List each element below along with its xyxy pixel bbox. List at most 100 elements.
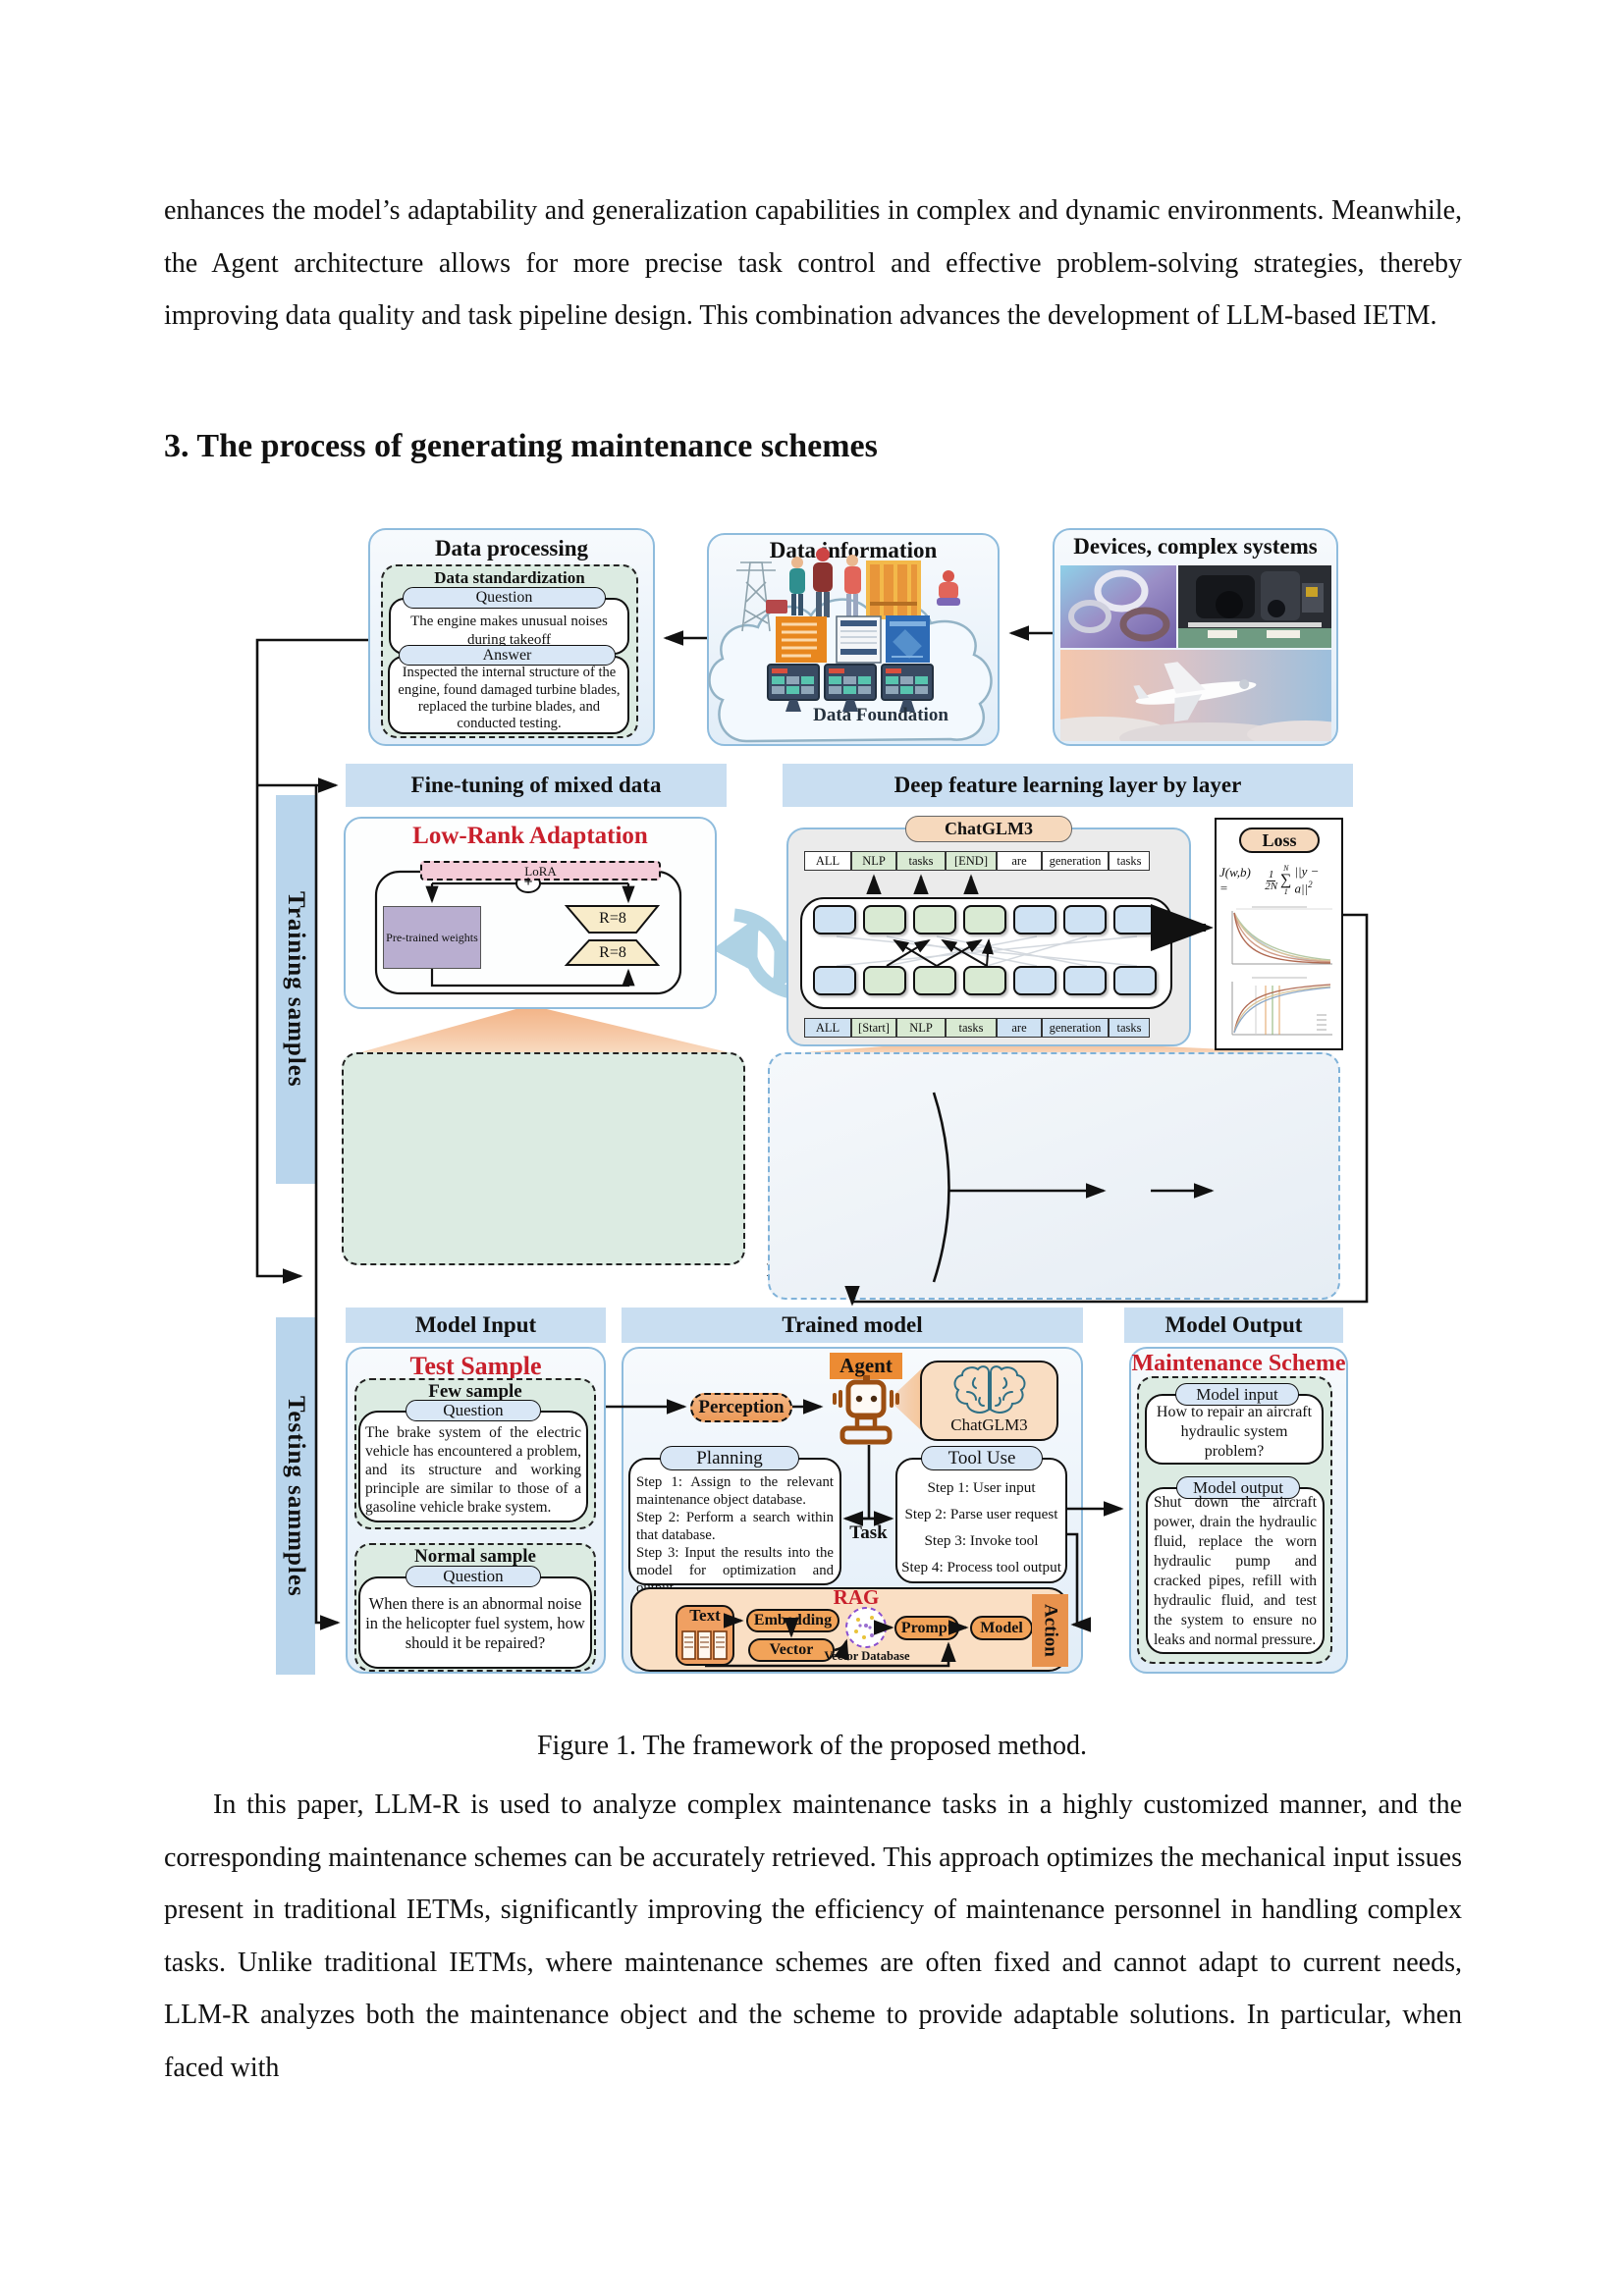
data-standardization-title: Data standardization: [434, 568, 585, 587]
planning-steps: Step 1: Assign to the relevant maintenan…: [636, 1473, 834, 1597]
token: tasks: [1109, 1018, 1150, 1038]
rag-title: RAG: [833, 1585, 880, 1609]
token: NLP: [896, 1018, 946, 1038]
testing-samples-bar: Testing sammples: [276, 1317, 315, 1675]
lora-plus: +: [523, 874, 533, 890]
normal-sample-title: Normal sample: [413, 1546, 536, 1567]
transformer-row-top: [813, 905, 1164, 934]
chatglm-callout: [889, 1368, 922, 1431]
data-processing-title: Data processing: [434, 536, 589, 561]
normal-question-pill: Question: [406, 1566, 541, 1587]
people-icons: [766, 548, 960, 617]
question-text: The engine makes unusual noises during t…: [410, 614, 608, 648]
normal-question-text: When there is an abnormal noise in the h…: [365, 1594, 585, 1652]
lora-title: Low-Rank Adaptation: [412, 823, 648, 849]
paragraph-bottom: In this paper, LLM-R is used to analyze …: [164, 1789, 1462, 2083]
action-bar: Action: [1032, 1594, 1068, 1667]
token: ALL: [804, 851, 851, 871]
few-question-pill: Question: [406, 1400, 541, 1421]
chatglm-pill: ChatGLM3: [905, 816, 1072, 842]
normal-question-card: [358, 1576, 592, 1669]
ms-output-card: [1146, 1487, 1325, 1654]
token: generation: [1042, 1018, 1109, 1038]
model-input-header: Model Input: [346, 1308, 606, 1343]
transformer-row-bottom: [813, 966, 1164, 995]
documents-icon: [681, 1630, 728, 1660]
planning-step: Step 1: Assign to the relevant maintenan…: [636, 1474, 834, 1508]
tokens-bottom-row: ALL [Start] NLP tasks are generation tas…: [804, 1018, 1150, 1038]
token: [Start]: [851, 1018, 896, 1038]
tool-step: Step 2: Parse user request: [904, 1506, 1058, 1522]
chatglm-brain-label: ChatGLM3: [950, 1415, 1028, 1434]
pretraining-box: [768, 1052, 1340, 1300]
tool-step: Step 1: User input: [927, 1479, 1036, 1496]
few-question-text: The brake system of the electric vehicle…: [365, 1424, 581, 1516]
train-sample-box: [342, 1052, 745, 1265]
loss-lhs: J(w,b) =: [1219, 865, 1251, 895]
vector-database-icon: [845, 1607, 887, 1648]
token: generation: [1042, 851, 1109, 871]
airplane-icon: [1133, 662, 1257, 722]
token: tasks: [946, 1018, 997, 1038]
figure-caption: Figure 1. The framework of the proposed …: [536, 1731, 1088, 1761]
devices-title: Devices, complex systems: [1073, 534, 1318, 559]
question-pill: Question: [403, 587, 606, 609]
model-pill: Model: [970, 1616, 1033, 1640]
fine-tuning-header: Fine-tuning of mixed data: [346, 764, 727, 807]
embedding-pill: Embedding: [746, 1609, 839, 1632]
planning-step: Step 2: Perform a search within that dat…: [636, 1510, 834, 1543]
tooluse-steps: Step 1: User input Step 2: Parse user re…: [899, 1474, 1063, 1580]
ms-input-text: How to repair an aircraft hydraulic syst…: [1156, 1404, 1313, 1460]
monitor-icons: [767, 664, 934, 712]
tooluse-pill: Tool Use: [921, 1446, 1043, 1470]
answer-text: Inspected the internal structure of the …: [398, 665, 621, 732]
tooluse-card: [895, 1458, 1067, 1583]
tool-step: Step 3: Invoke tool: [924, 1532, 1039, 1549]
training-samples-bar: Training samples: [276, 795, 315, 1184]
vector-pill: Vector: [748, 1638, 835, 1662]
token: ALL: [804, 1018, 851, 1038]
section-heading: 3. The process of generating maintenance…: [164, 428, 878, 464]
document-icons: [776, 615, 930, 664]
tool-step: Step 4: Process tool output: [901, 1559, 1061, 1575]
server-rack-icon: [866, 561, 921, 619]
loss-pill: Loss: [1239, 828, 1320, 853]
data-cloud-illustration: [708, 548, 993, 743]
few-sample-title: Few sample: [428, 1381, 522, 1402]
test-sample-title: Test Sample: [409, 1352, 542, 1380]
planning-card: [628, 1458, 841, 1585]
perception-pill: Perception: [690, 1393, 792, 1422]
vector-database-label: Vector Database: [824, 1649, 910, 1663]
ms-input-pill: Model input: [1175, 1383, 1299, 1406]
few-question-card: [358, 1411, 588, 1522]
token: are: [997, 851, 1042, 871]
token: tasks: [1109, 851, 1150, 871]
loss-plot-rise: [1231, 977, 1332, 1036]
planning-pill: Planning: [660, 1446, 799, 1470]
ms-output-text: Shut down the aircraft power, drain the …: [1154, 1494, 1317, 1648]
rag-text-label: Text: [689, 1606, 721, 1625]
token: [END]: [946, 851, 997, 871]
answer-pill: Answer: [399, 645, 616, 666]
lora-r-top: R=8: [599, 910, 626, 927]
token: tasks: [896, 851, 946, 871]
pretrained-weights-box: Pre-trained weights: [383, 906, 481, 969]
brain-icon: [953, 1365, 1026, 1414]
machinery-photo: [1178, 565, 1331, 648]
deep-feature-header: Deep feature learning layer by layer: [783, 764, 1353, 807]
ms-output-pill: Model output: [1176, 1476, 1300, 1499]
token: NLP: [851, 851, 896, 871]
task-label: Task: [849, 1522, 888, 1543]
model-output-header: Model Output: [1124, 1308, 1343, 1343]
planning-step: Step 3: Input the results into the model…: [636, 1545, 834, 1596]
bearings-photo: [1060, 565, 1176, 648]
loss-sum: N∑1: [1280, 864, 1292, 896]
lora-bar: LoRA: [420, 861, 661, 881]
agent-label: Agent: [830, 1353, 902, 1379]
maintenance-scheme-title: Maintenance Scheme: [1131, 1351, 1346, 1376]
robot-icon: [833, 1375, 899, 1445]
ms-input-card: [1145, 1394, 1324, 1465]
